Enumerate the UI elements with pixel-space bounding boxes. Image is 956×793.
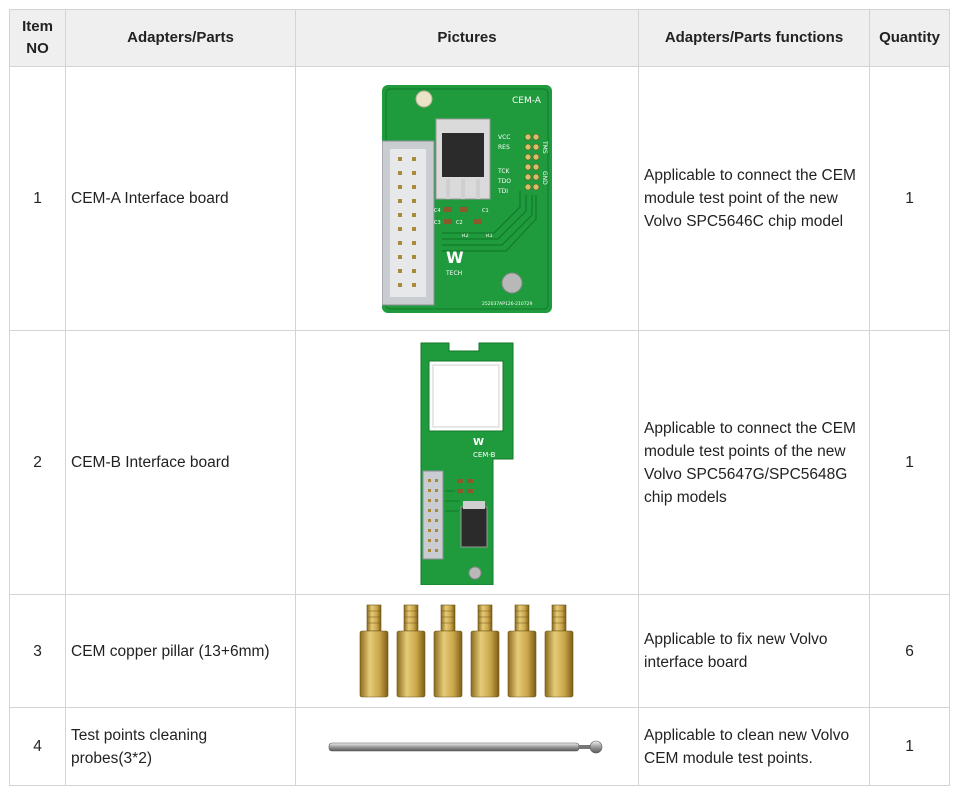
logo-text: TECH (445, 270, 462, 277)
component-label: R2 (462, 233, 469, 239)
side-label: GND (541, 171, 548, 185)
part-picture: CEM-A VCC RES TCK TDO TDI TMS GND C4 C3 … (295, 66, 639, 331)
copper-pillar-icon (359, 604, 574, 698)
table-header-row: Item NO Adapters/Parts Pictures Adapters… (9, 9, 950, 67)
part-quantity: 1 (869, 330, 950, 595)
table-row: 1 CEM-A Interface board (9, 66, 950, 331)
svg-text:W: W (446, 248, 464, 267)
row-number: 3 (9, 594, 66, 708)
pin-label: TCK (497, 168, 511, 175)
part-name: CEM-B Interface board (65, 330, 296, 595)
pin-label: TDI (497, 188, 508, 195)
table-row: 3 CEM copper pillar (13+6mm) (9, 594, 950, 708)
pin-label: TDO (497, 178, 511, 185)
pin-label: RES (498, 144, 510, 151)
table-row: 4 Test points cleaning probes(3*2) (9, 707, 950, 786)
part-function: Applicable to fix new Volvo interface bo… (638, 594, 870, 708)
part-picture: W CEM-B (295, 330, 639, 595)
part-picture (295, 594, 639, 708)
svg-text:W: W (473, 437, 484, 448)
cleaning-probe-icon (328, 740, 603, 753)
row-number: 1 (9, 66, 66, 331)
component-label: C1 (482, 208, 489, 214)
pin-label: VCC (498, 134, 510, 141)
side-label: TMS (541, 140, 548, 154)
cem-b-board-icon: W CEM-B (420, 342, 514, 585)
header-quantity: Quantity (869, 9, 950, 67)
row-number: 4 (9, 707, 66, 786)
part-name: Test points cleaning probes(3*2) (65, 707, 296, 786)
part-function: Applicable to connect the CEM module tes… (638, 330, 870, 595)
table-row: 2 CEM-B Interface board W CEM-B (9, 330, 950, 595)
part-quantity: 1 (869, 66, 950, 331)
cem-b-board-label: CEM-B (473, 451, 496, 459)
cem-a-board-icon: CEM-A VCC RES TCK TDO TDI TMS GND C4 C3 … (382, 84, 552, 313)
header-functions: Adapters/Parts functions (638, 9, 870, 67)
part-function: Applicable to connect the CEM module tes… (638, 66, 870, 331)
part-quantity: 1 (869, 707, 950, 786)
header-item-no: Item NO (9, 9, 66, 67)
component-label: C3 (434, 220, 441, 226)
part-name: CEM copper pillar (13+6mm) (65, 594, 296, 708)
part-function: Applicable to clean new Volvo CEM module… (638, 707, 870, 786)
component-label: R1 (486, 233, 493, 239)
part-picture (295, 707, 639, 786)
serial-number: 252037AP126-210729 (482, 301, 532, 307)
component-label: C4 (434, 208, 441, 214)
component-label: C2 (456, 220, 463, 226)
part-quantity: 6 (869, 594, 950, 708)
part-name: CEM-A Interface board (65, 66, 296, 331)
header-pictures: Pictures (295, 9, 639, 67)
header-adapters-parts: Adapters/Parts (65, 9, 296, 67)
row-number: 2 (9, 330, 66, 595)
parts-table: Item NO Adapters/Parts Pictures Adapters… (9, 9, 950, 786)
cem-a-board-label: CEM-A (512, 96, 542, 106)
